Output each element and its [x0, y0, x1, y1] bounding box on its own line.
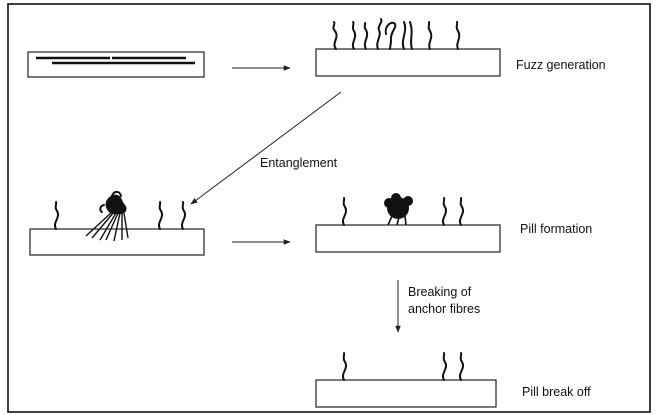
pill	[384, 193, 413, 226]
transition-label-entanglement: Entanglement	[260, 156, 338, 170]
fuzz-fibre	[351, 21, 357, 50]
anchor-fibre	[442, 197, 447, 226]
fuzz-fibre	[409, 21, 413, 50]
fuzz-fibre	[427, 21, 433, 50]
anchor-fibre	[158, 201, 163, 230]
fuzz-fibre	[384, 21, 397, 50]
anchor-fibre	[181, 201, 186, 230]
anchor-fibre	[342, 352, 347, 381]
fabric-pill	[315, 193, 501, 253]
transition-label-breaking-1: Breaking of	[408, 285, 472, 299]
anchor-fibre	[459, 197, 464, 226]
fabric-initial	[27, 51, 205, 78]
anchor-fibre	[54, 201, 59, 230]
fuzz-fibre	[376, 18, 383, 50]
fabric-breakoff	[315, 352, 497, 408]
entangled-bundle	[85, 190, 129, 242]
fabric-fuzz	[315, 18, 501, 77]
anchor-fibre	[342, 197, 347, 226]
fuzz-fibre	[455, 21, 461, 50]
anchor-fibre	[442, 352, 447, 381]
stage-label-fuzz: Fuzz generation	[516, 58, 606, 72]
stage-label-breakoff: Pill break off	[522, 385, 591, 399]
fuzz-fibre	[401, 21, 407, 50]
arrow-entanglement	[190, 91, 342, 205]
fuzz-fibre	[363, 22, 369, 50]
transition-label-breaking-2: anchor fibres	[408, 302, 480, 316]
anchor-fibre	[459, 352, 464, 381]
stage-label-pill: Pill formation	[520, 222, 592, 236]
fabric-entangled	[29, 190, 205, 256]
fuzz-fibre	[332, 21, 338, 50]
